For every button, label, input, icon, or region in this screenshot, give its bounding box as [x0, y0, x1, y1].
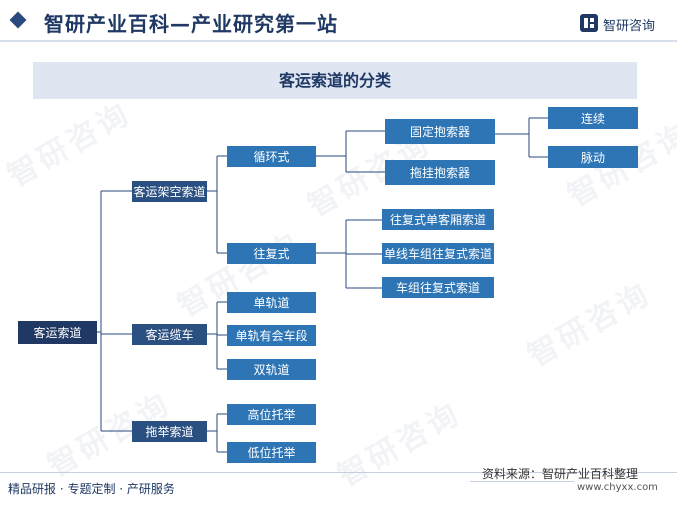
node-continuous: 连续: [548, 107, 638, 129]
footer-services: 精品研报 · 专题定制 · 产研服务: [8, 482, 175, 496]
node-single-cabin-reciprocating: 往复式单客厢索道: [382, 209, 494, 230]
node-fixed-grip: 固定抱索器: [385, 119, 495, 144]
node-single-track: 单轨道: [227, 292, 316, 313]
node-low-lift: 低位托举: [227, 442, 316, 463]
node-group-reciprocating: 车组往复式索道: [382, 277, 494, 298]
logo-icon: [580, 14, 598, 32]
node-monocable-group-reciprocating: 单线车组往复式索道: [382, 243, 494, 264]
node-aerial-ropeway: 客运架空索道: [132, 181, 207, 202]
node-single-track-passing-loop: 单轨有会车段: [227, 325, 316, 346]
node-pulsed: 脉动: [548, 146, 638, 168]
node-high-lift: 高位托举: [227, 404, 316, 425]
logo-text: 智研咨询: [603, 19, 656, 34]
diagram-banner: [33, 62, 637, 99]
node-detachable-grip: 拖挂抱索器: [385, 160, 495, 185]
footer-url-divider: [470, 481, 574, 482]
node-funicular: 客运缆车: [132, 324, 207, 345]
node-reciprocating: 往复式: [227, 243, 316, 264]
node-surface-lift: 拖举索道: [132, 421, 207, 442]
diagram-title: 客运索道的分类: [278, 71, 391, 90]
source-note: 资料来源：智研产业百科整理: [482, 467, 639, 481]
header-divider: [0, 40, 677, 42]
node-root-passenger-ropeway: 客运索道: [18, 321, 97, 344]
footer-url: www.chyxx.com: [577, 482, 658, 493]
node-circulating: 循环式: [227, 146, 316, 167]
node-double-track: 双轨道: [227, 359, 316, 380]
page-title: 智研产业百科—产业研究第一站: [44, 12, 338, 36]
footer-divider: [0, 472, 677, 473]
